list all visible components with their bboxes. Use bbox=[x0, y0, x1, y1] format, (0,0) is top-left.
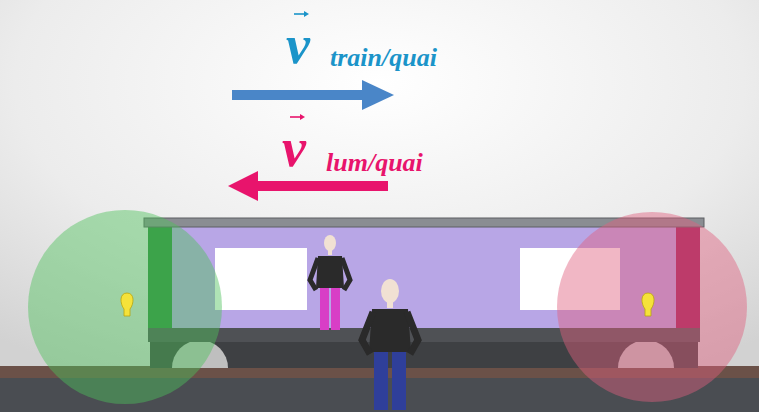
velocity-symbol: v bbox=[282, 121, 306, 175]
train-velocity-arrow bbox=[232, 80, 394, 110]
velocity-subscript: train/quai bbox=[330, 45, 437, 71]
passenger-figure bbox=[310, 235, 350, 330]
light-flash-right bbox=[557, 212, 747, 402]
velocity-subscript: lum/quai bbox=[326, 150, 423, 176]
velocity-symbol: v bbox=[286, 18, 310, 72]
light-flash-left bbox=[28, 210, 222, 404]
light-bulb bbox=[642, 293, 654, 316]
vector-accent bbox=[290, 114, 305, 120]
observer-figure bbox=[362, 279, 418, 410]
vector-accent bbox=[294, 11, 309, 17]
light-bulb bbox=[121, 293, 133, 316]
